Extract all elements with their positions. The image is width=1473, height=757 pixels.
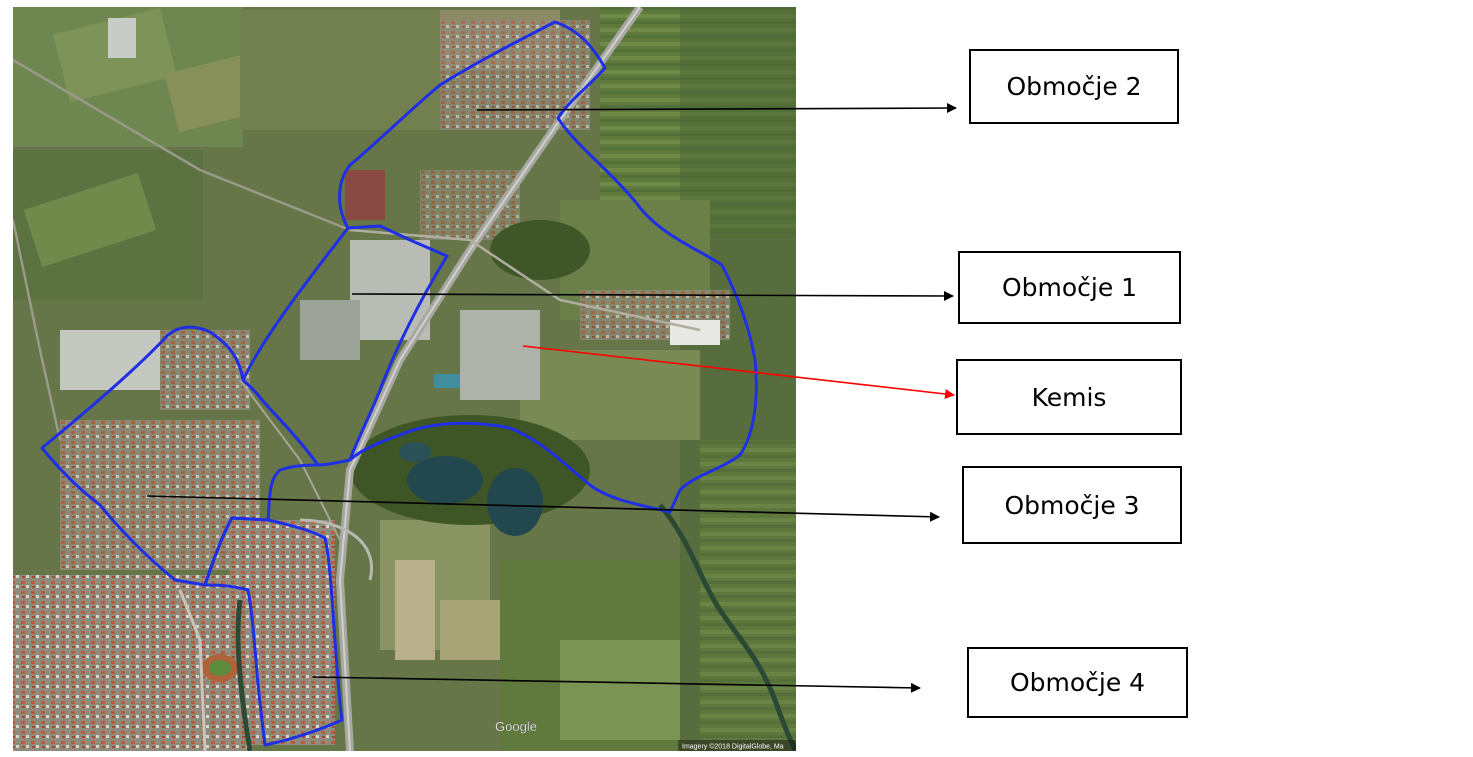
label-obmocje-3: Območje 3 <box>962 466 1182 544</box>
label-obmocje-2: Območje 2 <box>969 49 1179 124</box>
label-obmocje-4: Območje 4 <box>967 647 1188 718</box>
arrow-obmocje-2 <box>476 103 957 114</box>
area-boundary-3-outer <box>348 264 758 514</box>
area-boundary-4 <box>203 516 344 747</box>
arrow-kemis <box>522 345 955 399</box>
arrow-obmocje-3 <box>146 495 940 522</box>
callout-arrows <box>146 103 957 693</box>
area-boundary-2 <box>338 20 723 267</box>
arrow-obmocje-4 <box>312 676 921 693</box>
label-kemis: Kemis <box>956 359 1182 435</box>
google-logo: Google <box>495 719 537 734</box>
arrow-obmocje-1 <box>351 290 954 301</box>
area-boundary-3 <box>40 325 320 587</box>
satellite-map: Google Imagery ©2018 DigitalGlobe, Ma <box>13 7 796 751</box>
map-attribution: Imagery ©2018 DigitalGlobe, Ma <box>682 743 784 751</box>
label-obmocje-1: Območje 1 <box>958 251 1181 324</box>
